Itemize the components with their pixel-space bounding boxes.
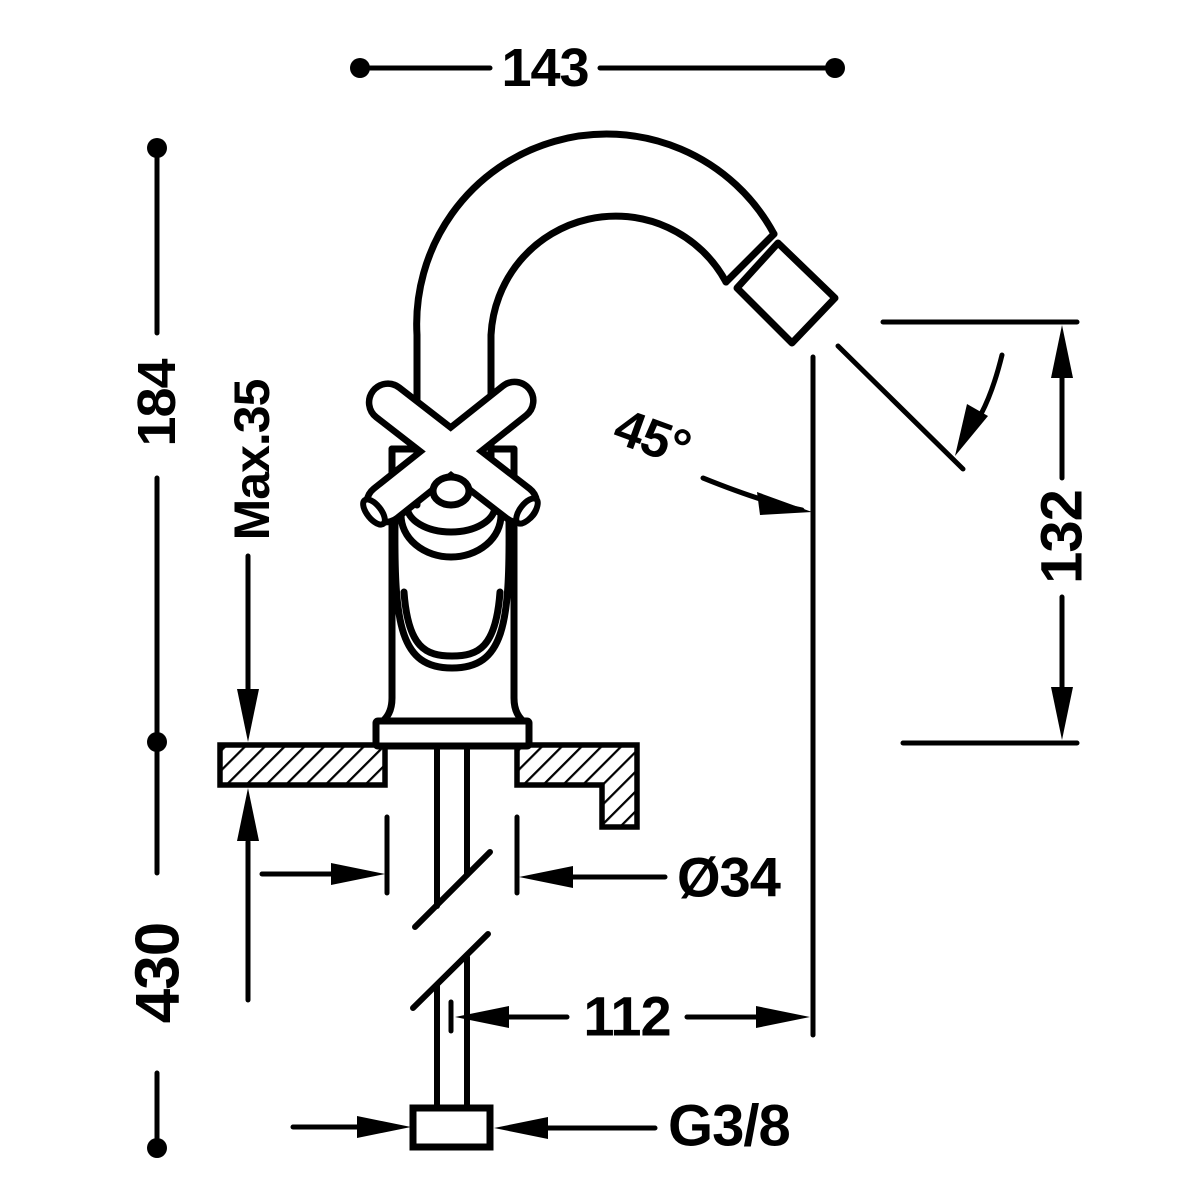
angle-arrowhead-left bbox=[757, 492, 812, 515]
angled-reference-line bbox=[835, 343, 966, 472]
angle-arrowhead-right bbox=[955, 404, 988, 456]
spout bbox=[413, 130, 839, 509]
spout-inner-arc bbox=[487, 212, 730, 509]
counter-deck-section bbox=[217, 742, 640, 830]
g38-connector-block bbox=[409, 1104, 494, 1151]
bonnet-dome-arc-large bbox=[397, 511, 505, 561]
cross-handle bbox=[360, 378, 541, 528]
dim-dot bbox=[350, 58, 370, 78]
dim-dot bbox=[147, 732, 167, 752]
handle-stem-ellipse bbox=[429, 473, 473, 509]
dim-length-430: 430 bbox=[124, 749, 193, 1158]
dim-width-143: 143 bbox=[350, 38, 845, 98]
spout-outer-arc bbox=[413, 130, 778, 509]
cartridge-u-curve-outer bbox=[391, 516, 513, 672]
angle-annotation-45: 45° bbox=[607, 343, 1005, 1038]
dim-diameter-34: Ø34 bbox=[259, 814, 782, 909]
deck-left-hatched bbox=[217, 742, 388, 788]
extension-ticks bbox=[384, 814, 520, 896]
dim-label-112: 112 bbox=[583, 985, 670, 1048]
arrow-up bbox=[237, 788, 259, 841]
arrow-left bbox=[455, 1006, 509, 1028]
dim-outlet-height-132: 132 bbox=[880, 319, 1095, 746]
pipe-lower-segment bbox=[434, 954, 470, 1111]
base-flange bbox=[372, 717, 533, 750]
pipe-upper-segment bbox=[434, 744, 470, 909]
dim-label-143: 143 bbox=[501, 38, 588, 98]
dim-dot bbox=[147, 1138, 167, 1158]
deck-right-hatched bbox=[514, 742, 640, 830]
arrow-up bbox=[1051, 325, 1073, 378]
pipe-break-marks bbox=[410, 849, 493, 1011]
spout-nozzle-aerator bbox=[733, 239, 839, 347]
dim-label-max35: Max.35 bbox=[224, 379, 280, 540]
arrow-down bbox=[237, 689, 259, 742]
handle-bar-nw-se-fill bbox=[369, 385, 531, 519]
dim-dot bbox=[825, 58, 845, 78]
spout-end-cut bbox=[722, 230, 778, 286]
dim-deck-thickness-max35: Max.35 bbox=[224, 379, 280, 1003]
arrow-right bbox=[756, 1006, 810, 1028]
thread-annotation-g38: G3/8 bbox=[290, 1094, 791, 1159]
handle-tip-cap-left bbox=[360, 496, 388, 528]
arrow-down bbox=[1051, 687, 1073, 740]
arrow-right bbox=[357, 1116, 411, 1138]
dim-offset-112: 112 bbox=[448, 985, 810, 1048]
handle-tip-cap-right bbox=[513, 495, 541, 527]
dim-label-d34: Ø34 bbox=[677, 846, 781, 909]
dim-label-132: 132 bbox=[1030, 490, 1095, 584]
dim-height-184: 184 bbox=[127, 138, 187, 752]
bonnet-dome-arc-small bbox=[403, 502, 499, 536]
cartridge-u-curve-inner bbox=[400, 588, 504, 660]
dim-label-430: 430 bbox=[124, 923, 193, 1023]
angle-label-45: 45° bbox=[607, 398, 698, 478]
thread-label-g38: G3/8 bbox=[668, 1094, 790, 1159]
dim-dot bbox=[147, 138, 167, 158]
arrow-left bbox=[519, 866, 573, 888]
arrow-left bbox=[494, 1117, 548, 1139]
dim-label-184: 184 bbox=[127, 358, 187, 446]
supply-pipe bbox=[409, 744, 494, 1151]
arrow-right bbox=[331, 863, 385, 885]
